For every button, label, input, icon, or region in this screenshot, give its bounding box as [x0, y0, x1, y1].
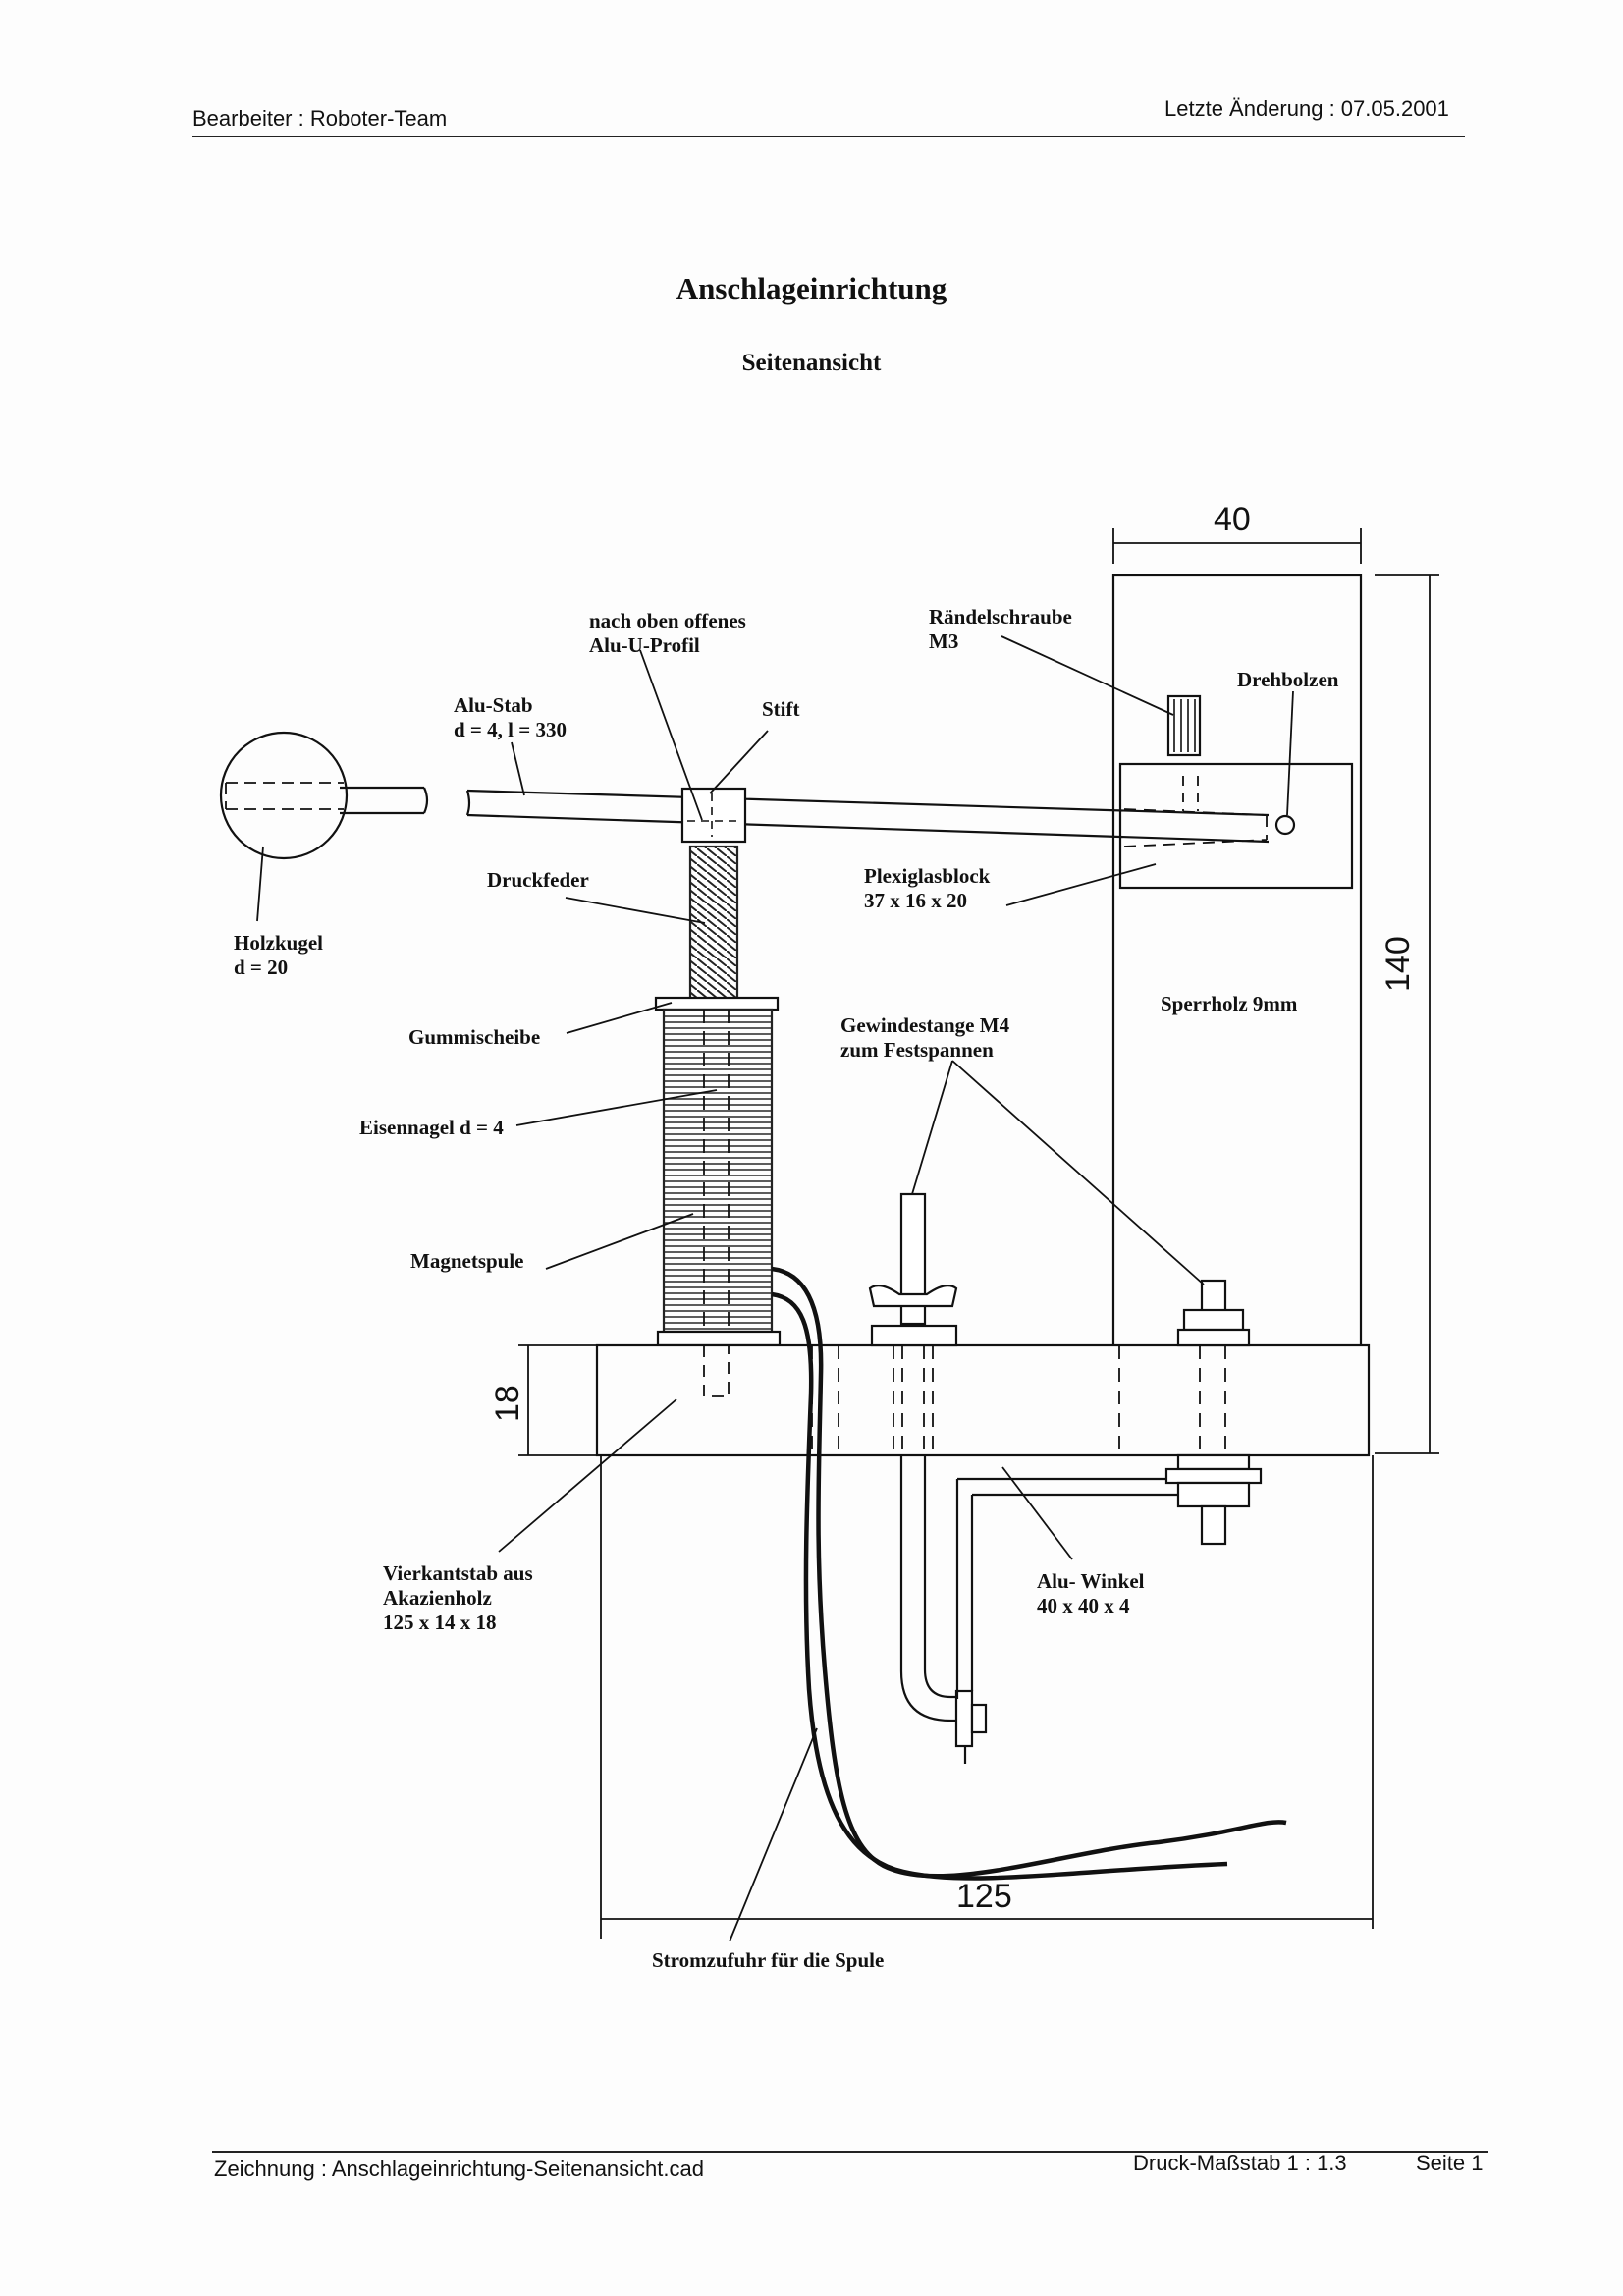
print-scale-text: Druck-Maßstab 1 : 1.3 — [1133, 2151, 1347, 2175]
rod-left-end — [465, 790, 471, 816]
wooden-base-bar — [595, 1343, 1371, 1457]
page-subtitle: Seitenansicht — [741, 350, 882, 376]
header-rule — [192, 136, 1465, 137]
rubber-disc — [654, 996, 780, 1011]
drawing-file-text: Zeichnung : Anschlageinrichtung-Seitenan… — [214, 2157, 704, 2181]
footer-rule — [212, 2151, 1488, 2153]
label-plywood: Sperrholz 9mm — [1161, 992, 1298, 1015]
plexiglass-block — [1118, 762, 1354, 890]
label-magnet-coil: Magnetspule — [410, 1249, 524, 1273]
alu-angle — [955, 1477, 1237, 1699]
dimension-left: 18 — [489, 1385, 526, 1422]
wing-nut — [868, 1284, 958, 1308]
page-title: Anschlageinrichtung — [676, 271, 947, 305]
last-change-text: Letzte Änderung : 07.05.2001 — [1164, 96, 1449, 121]
label-iron-nail: Eisennagel d = 4 — [359, 1116, 504, 1139]
u-profile — [680, 787, 747, 844]
label-compression-spring: Druckfeder — [487, 868, 589, 892]
page-number-text: Seite 1 — [1416, 2151, 1484, 2175]
wooden-ball — [219, 731, 349, 860]
power-cable-1 — [771, 1266, 1287, 1879]
label-pivot-bolt: Drehbolzen — [1237, 668, 1339, 691]
author-text: Bearbeiter : Roboter-Team — [192, 106, 448, 131]
label-pin: Stift — [762, 697, 800, 721]
dimension-bottom: 125 — [956, 1878, 1012, 1915]
pivot-bolt — [1274, 814, 1296, 836]
label-rubber-disc: Gummischeibe — [408, 1025, 541, 1049]
power-cable-2 — [771, 1291, 1228, 1881]
dimension-right: 140 — [1380, 936, 1417, 992]
magnet-coil — [662, 1008, 774, 1334]
compression-spring — [688, 845, 739, 1002]
label-power-supply: Stromzufuhr für die Spule — [652, 1948, 885, 1972]
alu-rod-bottom — [466, 813, 1270, 844]
alu-rod-top — [466, 789, 1270, 817]
dimension-top: 40 — [1214, 501, 1251, 538]
